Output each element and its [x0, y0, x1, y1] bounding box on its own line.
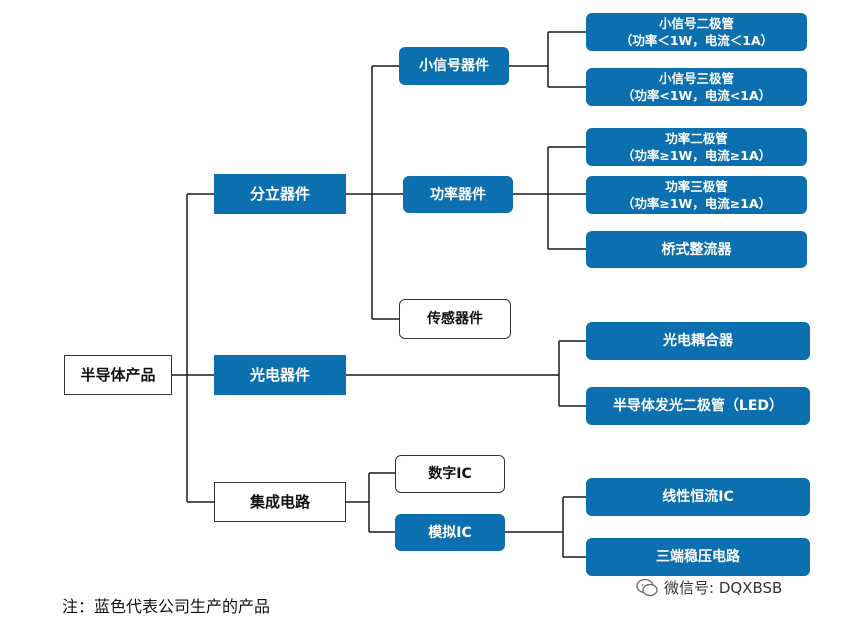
- leaf-label-line2: （功率≥1W，电流≥1A）: [621, 148, 772, 163]
- node-digital-ic-label: 数字IC: [428, 466, 472, 482]
- watermark-text: 微信号: DQXBSB: [664, 579, 783, 597]
- category-optoelectronic: 光电器件: [214, 355, 346, 395]
- wechat-icon: [636, 578, 658, 596]
- node-small-signal: 小信号器件: [399, 47, 509, 85]
- node-digital-ic: 数字IC: [395, 455, 505, 493]
- leaf-linear-constant-current-ic: 线性恒流IC: [586, 478, 810, 516]
- leaf-label: 光电耦合器: [663, 333, 733, 349]
- leaf-optocoupler: 光电耦合器: [586, 322, 810, 360]
- leaf-small-signal-diode: 小信号二极管 （功率＜1W，电流＜1A）: [586, 13, 807, 51]
- leaf-small-signal-transistor: 小信号三极管 （功率<1W，电流<1A）: [586, 68, 807, 106]
- node-sensor: 传感器件: [399, 299, 511, 339]
- leaf-three-terminal-regulator: 三端稳压电路: [586, 538, 810, 576]
- leaf-label-line1: 功率三极管: [665, 179, 728, 194]
- category-integrated-label: 集成电路: [249, 493, 310, 511]
- watermark: 微信号: DQXBSB: [636, 577, 782, 598]
- leaf-label-line2: （功率≥1W，电流≥1A）: [621, 196, 772, 211]
- leaf-label-line1: 功率二极管: [665, 131, 728, 146]
- leaf-label-line1: 桥式整流器: [661, 241, 732, 258]
- node-small-signal-label: 小信号器件: [419, 58, 489, 74]
- leaf-led: 半导体发光二极管（LED）: [586, 387, 810, 425]
- leaf-label: 半导体发光二极管（LED）: [612, 398, 784, 414]
- category-discrete-label: 分立器件: [249, 185, 310, 203]
- node-analog-ic: 模拟IC: [395, 514, 505, 551]
- leaf-label-line1: 小信号二极管: [658, 16, 734, 31]
- node-power: 功率器件: [403, 176, 513, 213]
- leaf-bridge-rectifier: 桥式整流器: [586, 231, 807, 268]
- node-analog-ic-label: 模拟IC: [428, 524, 472, 541]
- node-power-label: 功率器件: [430, 186, 486, 203]
- category-integrated: 集成电路: [214, 482, 346, 522]
- leaf-label: 线性恒流IC: [662, 489, 734, 505]
- category-discrete: 分立器件: [214, 174, 346, 214]
- leaf-label-line1: 小信号三极管: [658, 71, 734, 86]
- leaf-power-transistor: 功率三极管 （功率≥1W，电流≥1A）: [586, 176, 807, 214]
- leaf-label-line2: （功率<1W，电流<1A）: [621, 88, 772, 103]
- root-node: 半导体产品: [64, 355, 172, 395]
- node-sensor-label: 传感器件: [427, 311, 483, 327]
- leaf-label: 三端稳压电路: [656, 549, 740, 565]
- category-optoelectronic-label: 光电器件: [249, 366, 310, 384]
- root-label: 半导体产品: [80, 366, 156, 384]
- leaf-label-line2: （功率＜1W，电流＜1A）: [619, 33, 774, 48]
- legend-note: 注：蓝色代表公司生产的产品: [62, 597, 271, 616]
- leaf-power-diode: 功率二极管 （功率≥1W，电流≥1A）: [586, 128, 807, 166]
